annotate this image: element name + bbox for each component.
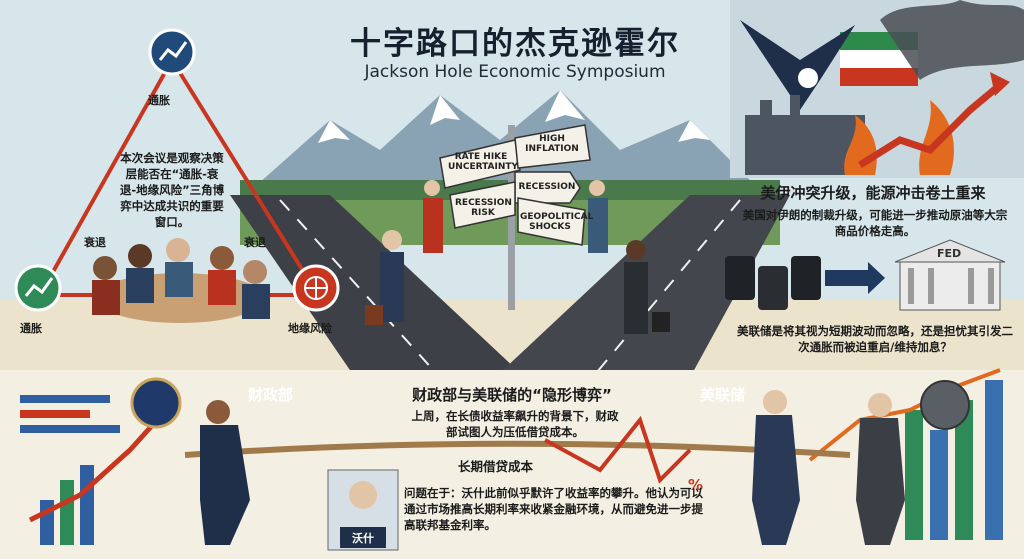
tug-of-war-scene [0, 368, 1024, 559]
conflict-illustration [730, 0, 1024, 178]
barrels-and-fed [725, 239, 1006, 311]
triangle-intro-text: 本次会议是观察决策层能否在“通胀-衰退-地缘风险”三角博弈中达成共识的重要窗口。 [119, 151, 225, 229]
percent-marker: % [688, 476, 704, 494]
page-title: 十字路口的杰克逊霍尔 [350, 26, 680, 62]
triangle-top-label: 通胀 [148, 94, 170, 107]
page-subtitle: Jackson Hole Economic Symposium [364, 62, 666, 82]
fed-label: 美联储 [700, 386, 746, 404]
conflict-question: 美联储是将其视为短期波动而忽略，还是担忧其引发二次通胀而被迫重启/维持加息？ [737, 324, 1013, 354]
triangle-bottom-right-label: 地缘风险 [288, 322, 332, 335]
conflict-text: 美国对伊朗的制裁升级，可能进一步推动原油等大宗商品价格走高。 [742, 208, 1008, 238]
sign-rate-hike: RATE HIKE UNCERTAINTY [448, 152, 519, 172]
triangle-bottom-left-label: 通胀 [20, 322, 42, 335]
sign-recession: RECESSION [518, 182, 576, 192]
warsh-name-label: 沃什 [352, 532, 374, 545]
treasury-label: 财政部 [248, 386, 294, 404]
sign-recession-risk: RECESSION RISK [455, 198, 512, 218]
meeting-table [92, 238, 270, 323]
fed-building-sign: FED [937, 247, 962, 260]
borrowing-cost-label: 长期借贷成本 [458, 459, 534, 474]
signpost [439, 124, 591, 310]
conflict-heading: 美伊冲突升级，能源冲击卷土重来 [760, 184, 986, 202]
tug-heading: 财政部与美联储的“隐形博弈” [412, 386, 612, 404]
triangle-left-label: 衰退 [84, 236, 106, 249]
sign-geopolitical: GEOPOLITICAL SHOCKS [520, 212, 594, 232]
triangle-right-label: 衰退 [244, 236, 266, 249]
warsh-question-text: 问题在于：沃什此前似乎默许了收益率的攀升。他认为可以通过市场推高长期利率来收紧金… [404, 486, 703, 532]
crossroad-people [365, 180, 670, 334]
sign-high-inflation: HIGH INFLATION [525, 134, 579, 154]
tug-text: 上周，在长债收益率飙升的背景下，财政部试图人为压低借贷成本。 [411, 409, 619, 439]
